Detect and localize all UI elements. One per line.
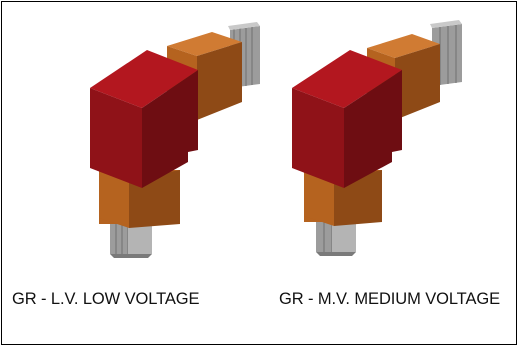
mv-busbar-elbow-illustration	[292, 20, 462, 256]
lv-caption: GR - L.V. LOW VOLTAGE	[12, 290, 200, 308]
mv-caption: GR - M.V. MEDIUM VOLTAGE	[279, 290, 500, 308]
mv-red-corner-box	[292, 50, 402, 188]
lv-busbar-elbow-illustration	[90, 22, 260, 258]
lv-red-corner-box	[90, 50, 198, 188]
